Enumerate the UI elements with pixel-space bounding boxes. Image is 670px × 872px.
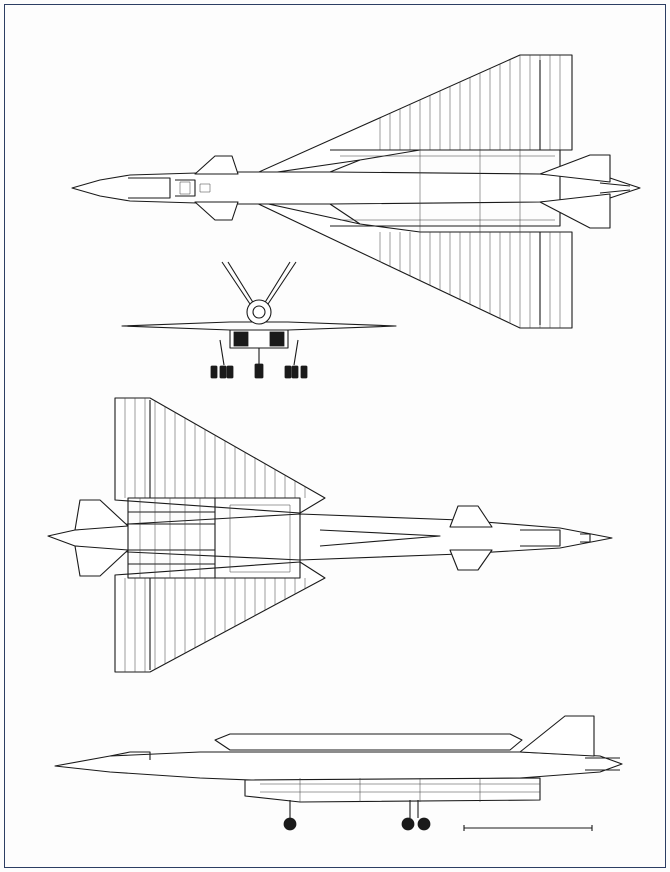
front-view-nose (246, 299, 272, 325)
bottom-view-canard-lower (449, 549, 493, 571)
top-view (71, 54, 641, 329)
top-view-canard-lower (194, 201, 239, 221)
bottom-view-canard-upper (449, 505, 493, 528)
side-view-lower-nacelle (244, 777, 541, 803)
bottom-view (47, 397, 613, 673)
scale-bar (463, 825, 593, 831)
top-view-stabilizer-lower (539, 193, 611, 229)
front-view-vertical-fins (221, 261, 297, 305)
top-view-fuselage (71, 171, 641, 205)
bottom-view-wing-structure (124, 398, 306, 672)
top-view-stabilizer-upper (539, 154, 611, 183)
front-view (121, 261, 397, 379)
side-view-vertical-tail (519, 715, 595, 757)
side-view-landing-gear (283, 800, 431, 831)
top-view-lower-wing (249, 199, 573, 329)
side-view-fuselage (54, 751, 623, 783)
top-view-engine-nacelles (329, 149, 561, 227)
side-view (54, 715, 623, 831)
bottom-view-stabilizer-upper (74, 499, 129, 531)
bottom-view-engine-bay (127, 497, 301, 579)
bottom-view-stabilizer-lower (74, 545, 129, 577)
side-view-fuel-pod (214, 733, 523, 751)
bottom-view-fuselage (47, 513, 613, 561)
top-view-wing-structure (379, 55, 561, 328)
bottom-view-lower-wing (114, 561, 326, 673)
top-view-canard-upper (194, 155, 239, 175)
top-view-upper-wing (249, 54, 573, 177)
front-view-landing-gear (210, 363, 308, 379)
bottom-view-upper-wing (114, 397, 326, 514)
sheet-border (4, 4, 666, 868)
